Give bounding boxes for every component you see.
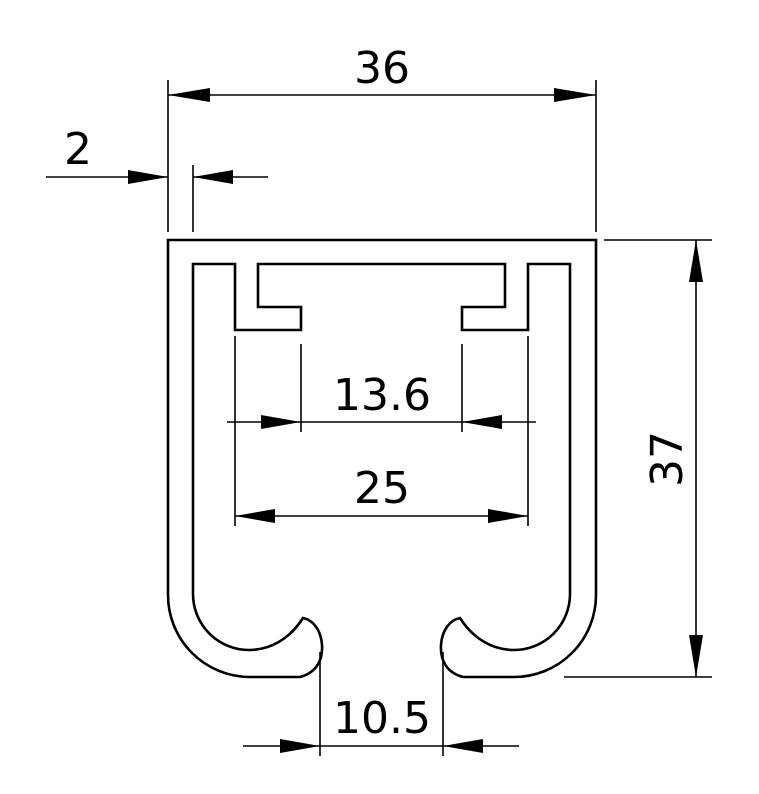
arrowhead-2-left xyxy=(128,170,168,184)
dim-label-36: 36 xyxy=(354,43,410,94)
dim-label-13-6: 13.6 xyxy=(333,370,431,421)
arrowhead-10-5-right xyxy=(443,739,483,753)
profile-outer-outline xyxy=(166,238,598,679)
dim-label-25: 25 xyxy=(354,463,410,514)
dim-label-10-5: 10.5 xyxy=(333,693,431,744)
dim-label-37: 37 xyxy=(642,431,693,487)
arrowhead-25-left xyxy=(235,509,275,523)
arrowhead-25-right xyxy=(488,509,528,523)
arrowhead-36-left xyxy=(168,88,210,102)
arrowhead-13-6-right xyxy=(462,415,502,429)
arrowhead-10-5-left xyxy=(280,739,320,753)
dim-label-2: 2 xyxy=(64,124,92,175)
arrowhead-37-bottom xyxy=(689,635,703,677)
arrowhead-36-right xyxy=(554,88,596,102)
arrowhead-37-top xyxy=(689,240,703,282)
arrowhead-13-6-left xyxy=(261,415,301,429)
arrowhead-2-right xyxy=(193,170,233,184)
